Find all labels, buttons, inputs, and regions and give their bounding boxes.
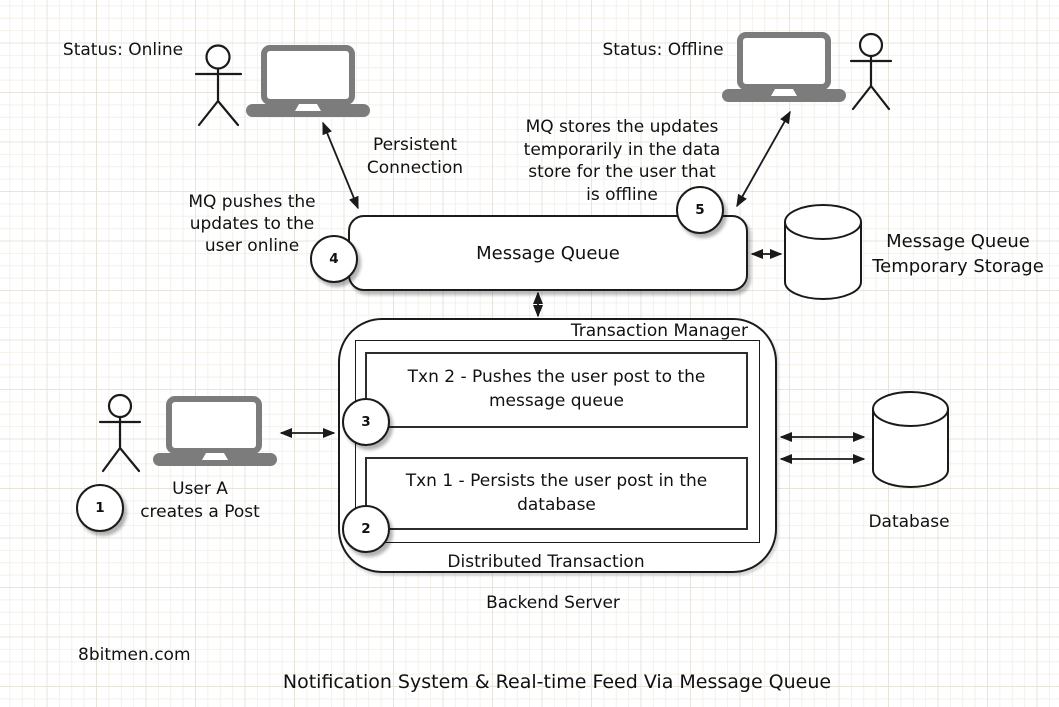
person-online-icon — [194, 44, 243, 127]
txn1-box: Txn 1 - Persists the user post in the da… — [365, 457, 748, 530]
person-offline-icon — [849, 32, 893, 111]
step-circle-1: 1 — [76, 484, 124, 532]
mq-storage-cylinder-icon — [784, 204, 862, 300]
database-cylinder-icon — [872, 391, 949, 488]
arrow-offline-laptop-mq — [736, 110, 791, 208]
user-a-label: User A creates a Post — [140, 479, 260, 522]
step-number: 2 — [361, 521, 371, 537]
laptop-user-a-icon — [153, 396, 277, 466]
transaction-manager-label: Transaction Manager — [570, 321, 748, 341]
backend-server-label: Backend Server — [486, 593, 620, 613]
diagram-title: Notification System & Real-time Feed Via… — [282, 671, 832, 693]
step-number: 5 — [695, 202, 705, 218]
person-user-a-icon — [98, 393, 142, 473]
step-circle-4: 4 — [310, 235, 358, 283]
message-queue-box: Message Queue — [348, 215, 748, 291]
mq-temp-storage-label: Message Queue Temporary Storage — [872, 231, 1044, 278]
step-circle-2: 2 — [342, 505, 390, 553]
status-online-label: Status: Online — [62, 40, 184, 60]
txn1-label: Txn 1 - Persists the user post in the da… — [405, 470, 708, 515]
arrow-online-laptop-mq — [322, 121, 359, 210]
step-number: 3 — [361, 414, 371, 430]
step-number: 1 — [95, 500, 105, 516]
step-circle-3: 3 — [342, 398, 390, 446]
laptop-online-icon — [246, 45, 370, 117]
status-offline-label: Status: Offline — [602, 40, 724, 60]
txn2-box: Txn 2 - Pushes the user post to the mess… — [365, 352, 748, 428]
laptop-offline-icon — [722, 32, 846, 102]
message-queue-label: Message Queue — [476, 242, 620, 264]
watermark: 8bitmen.com — [78, 645, 191, 665]
database-label: Database — [868, 512, 950, 532]
mq-store-note: MQ stores the updates temporarily in the… — [523, 117, 721, 205]
distributed-transaction-label: Distributed Transaction — [447, 552, 645, 572]
mq-push-note: MQ pushes the updates to the user online — [188, 192, 316, 257]
step-circle-5: 5 — [676, 186, 724, 234]
persistent-connection-note: Persistent Connection — [366, 135, 464, 178]
txn2-label: Txn 2 - Pushes the user post to the mess… — [407, 367, 706, 411]
step-number: 4 — [329, 251, 339, 267]
